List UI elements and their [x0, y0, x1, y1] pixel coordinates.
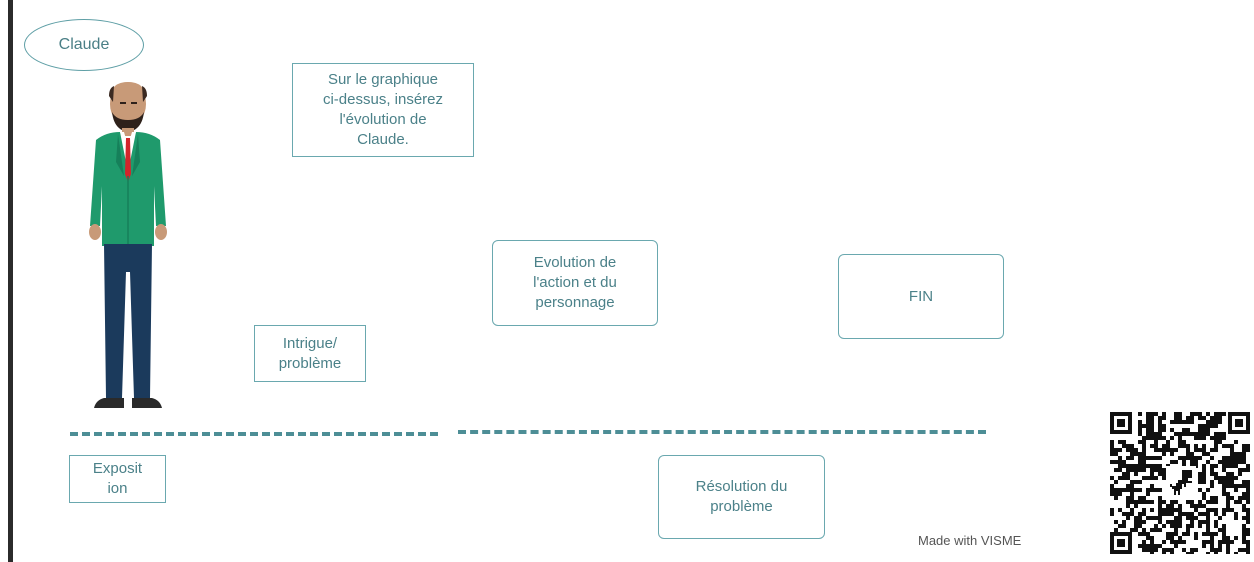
stage-exposition-label: Exposit ion	[92, 460, 143, 497]
instruction-box: Sur le graphique ci-dessus, insérez l'év…	[292, 63, 474, 157]
stage-fin-label: FIN	[908, 287, 934, 305]
qr-code-icon	[1110, 412, 1250, 554]
stage-resolution-box: Résolution du problème	[658, 455, 825, 539]
instruction-text: Sur le graphique ci-dessus, insérez l'év…	[322, 71, 444, 148]
timeline-dashed-line-left	[70, 432, 438, 436]
stage-fin-box: FIN	[838, 254, 1004, 339]
stage-evolution-label: Evolution de l'action et du personnage	[533, 254, 617, 311]
left-rule	[8, 0, 13, 562]
character-illustration	[89, 82, 167, 408]
character-name: Claude	[58, 36, 110, 53]
stage-intrigue-label: Intrigue/ problème	[278, 334, 342, 372]
character-name-oval: Claude	[24, 19, 144, 71]
timeline-dashed-line-right	[458, 430, 986, 434]
made-with-credit: Made with VISME	[918, 533, 1022, 548]
stage-exposition-box: Exposit ion	[69, 455, 166, 503]
stage-evolution-box: Evolution de l'action et du personnage	[492, 240, 658, 326]
stage-resolution-label: Résolution du problème	[695, 478, 788, 515]
stage-intrigue-box: Intrigue/ problème	[254, 325, 366, 382]
